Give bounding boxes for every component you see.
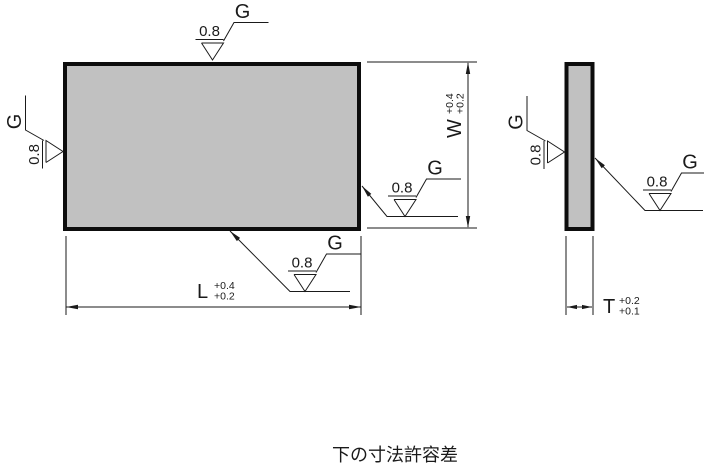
treatment-label: G <box>682 152 698 174</box>
length-dimension: L +0.4 +0.2 <box>65 236 362 315</box>
surface-finish-callout-right: 0.8 G <box>361 158 461 218</box>
roughness-value-label: 0.8 <box>292 255 313 272</box>
surface-finish-symbol-left: 0.8 G <box>4 95 64 169</box>
dim-arrow-left-icon <box>66 304 78 310</box>
dim-letter: W <box>444 119 466 138</box>
dimension-lines <box>367 61 477 229</box>
dim-letter: T <box>603 296 615 318</box>
roughness-value-label: 0.8 <box>647 174 668 191</box>
surface-finish-symbol-top: 0.8 G <box>195 1 269 61</box>
leader-line <box>229 230 350 292</box>
side-view-plate <box>564 62 595 231</box>
treatment-label: G <box>506 114 528 130</box>
roughness-value-label: 0.8 <box>26 144 43 165</box>
drawing-caption: 下の寸法許容差 <box>332 445 458 465</box>
leader-line <box>361 185 458 217</box>
dim-arrow-up-icon <box>465 62 471 74</box>
surface-finish-symbol-side-left: 0.8 G <box>506 96 566 169</box>
surface-finish-callout-side-right: 0.8 G <box>594 152 704 212</box>
dimension-lines <box>565 236 594 315</box>
width-dimension-text: W +0.4 +0.2 <box>444 93 467 138</box>
roughness-check-icon <box>195 22 269 61</box>
dim-arrow-left-icon <box>567 304 577 310</box>
treatment-label: G <box>235 1 251 23</box>
leader-arrow-icon <box>362 186 372 197</box>
roughness-check-icon <box>643 172 704 212</box>
roughness-check-icon <box>25 95 64 169</box>
roughness-check-icon <box>388 178 461 218</box>
dim-arrow-right-icon <box>582 304 592 310</box>
roughness-value-label: 0.8 <box>528 145 545 166</box>
thickness-dimension: T +0.2 +0.1 <box>565 236 640 318</box>
roughness-value-label: 0.8 <box>392 180 413 197</box>
surface-finish-symbol-bottom: 0.8 G <box>288 233 361 293</box>
surface-finish-symbol-right: 0.8 G <box>388 158 461 218</box>
dim-arrow-down-icon <box>465 216 471 228</box>
width-dimension: W +0.4 +0.2 <box>367 61 477 229</box>
surface-finish-callout-bottom: 0.8 G <box>229 230 361 293</box>
tolerance-upper: +0.4 <box>214 280 235 292</box>
tolerance-lower: +0.2 <box>455 93 467 114</box>
tolerance-upper: +0.2 <box>619 295 640 307</box>
tolerance-lower: +0.2 <box>214 291 235 303</box>
tolerance-upper: +0.4 <box>444 93 456 114</box>
leader-arrow-icon <box>230 231 241 242</box>
dim-arrow-right-icon <box>349 304 361 310</box>
tolerance-lower: +0.1 <box>619 306 640 318</box>
leader-line <box>594 157 703 211</box>
dimension-lines <box>65 236 362 315</box>
front-view-plate <box>63 62 361 231</box>
dim-letter: L <box>197 281 208 303</box>
roughness-value-label: 0.8 <box>199 23 220 40</box>
roughness-check-icon <box>288 253 361 293</box>
leader-arrow-icon <box>595 158 605 169</box>
treatment-label: G <box>427 158 443 180</box>
treatment-label: G <box>327 233 343 255</box>
surface-finish-symbol-side: 0.8 G <box>643 152 704 212</box>
treatment-label: G <box>4 114 26 130</box>
roughness-check-icon <box>526 96 566 169</box>
